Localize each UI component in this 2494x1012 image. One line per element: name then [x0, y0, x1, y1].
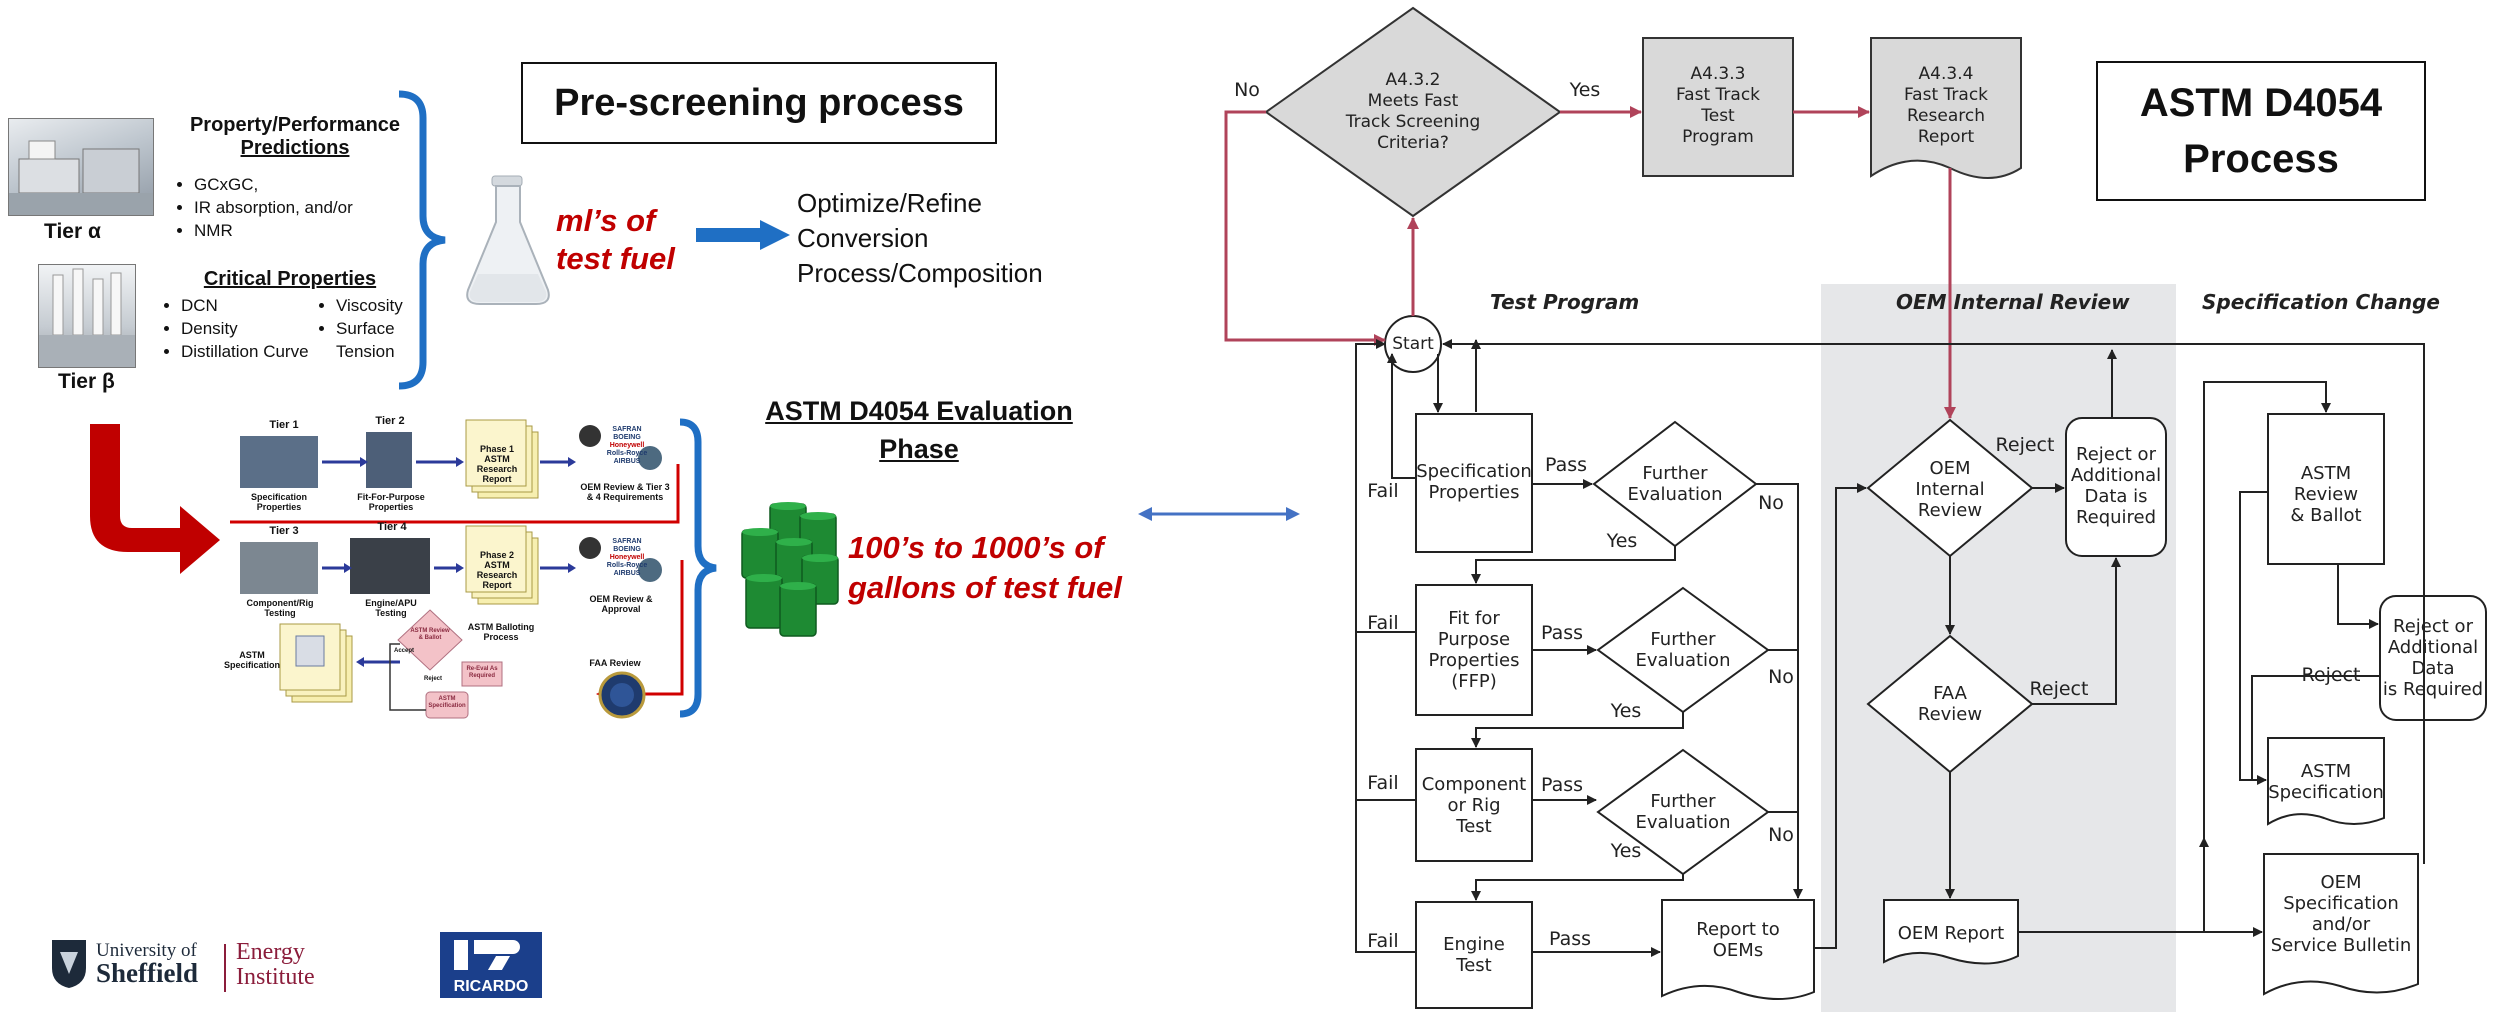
label-spec-props: Specification Properties	[1416, 461, 1532, 503]
prescreen-bracket	[398, 90, 446, 390]
optimize-text: Optimize/Refine Conversion Process/Compo…	[797, 188, 1043, 288]
edge-yes-a432: Yes	[1569, 78, 1601, 101]
label-report-oems: Report to OEMs	[1696, 919, 1780, 961]
tier-beta-label: Tier β	[58, 370, 115, 393]
node-reject-add-1	[2065, 417, 2167, 557]
sheffield-wordmark: University of Sheffield	[96, 940, 199, 988]
tier-alpha-photo	[8, 118, 154, 216]
tier-alpha-heading: Property/Performance Predictions	[189, 114, 401, 159]
label-engine: Engine Test	[1443, 934, 1505, 976]
node-comp-rig	[1415, 748, 1533, 862]
process-title: ASTM D4054 Process	[2096, 61, 2426, 201]
edge-pass-4: Pass	[1548, 927, 1592, 950]
label-start: Start	[1392, 333, 1434, 354]
node-report-oems	[1661, 899, 1815, 1000]
node-oem-report	[1883, 899, 2019, 965]
node-oem-spec	[2263, 853, 2419, 996]
edge-fail-3: Fail	[1367, 771, 1399, 794]
edge-reject-oem: Reject	[1995, 433, 2055, 456]
edge-fail-1: Fail	[1367, 479, 1399, 502]
tier-beta-bullets-col1: DCN Density Distillation Curve	[157, 294, 311, 363]
edge-pass-1: Pass	[1544, 453, 1588, 476]
label-further2: Further Evaluation	[1635, 629, 1731, 671]
node-astm-ballot	[2267, 413, 2385, 565]
edge-no-2: No	[1768, 665, 1794, 688]
logo-divider	[224, 944, 226, 992]
label-oem-report: OEM Report	[1897, 922, 2005, 944]
prescreen-title: Pre-screening process	[521, 62, 997, 144]
node-ffp	[1415, 584, 1533, 716]
node-a432	[1264, 6, 1562, 218]
label-a432: A4.3.2 Meets Fast Track Screening Criter…	[1345, 70, 1481, 153]
label-further3: Further Evaluation	[1635, 791, 1731, 833]
edge-reject-faa: Reject	[2029, 677, 2089, 700]
edge-yes-2: Yes	[1610, 699, 1642, 722]
eval-title: ASTM D4054 Evaluation Phase	[765, 396, 1073, 464]
section-test-program: Test Program	[1490, 290, 1640, 314]
label-astm-spec: ASTM Specification	[2268, 761, 2384, 803]
label-oem-spec: OEM Specification and/or Service Bulleti…	[2270, 872, 2412, 956]
node-a433	[1642, 37, 1794, 177]
edge-pass-3: Pass	[1540, 773, 1584, 796]
label-oem-internal: OEM Internal Review	[1915, 457, 1985, 521]
label-reject-add-2: Reject or Additional Data is Required	[2382, 616, 2484, 700]
node-reject-add-2	[2379, 595, 2487, 721]
label-comp-rig: Component or Rig Test	[1421, 773, 1527, 837]
edge-yes-3: Yes	[1610, 839, 1642, 862]
section-oem-review: OEM Internal Review	[1896, 290, 2130, 314]
label-further1: Further Evaluation	[1627, 463, 1723, 505]
edge-fail-2: Fail	[1367, 611, 1399, 634]
section-spec-change: Specification Change	[2202, 290, 2440, 314]
eval-bracket	[679, 418, 717, 718]
link-double-arrow	[1138, 507, 1300, 521]
edge-yes-1: Yes	[1606, 529, 1638, 552]
edge-no-1: No	[1758, 491, 1784, 514]
tier-beta-bullets-col2: Viscosity Surface Tension	[312, 294, 446, 363]
label-astm-ballot: ASTM Review & Ballot	[2290, 462, 2362, 526]
edge-reject-astm: Reject	[2301, 663, 2361, 686]
label-a433: A4.3.3 Fast Track Test Program	[1675, 64, 1761, 147]
ricardo-logo: RICARDO	[440, 932, 542, 998]
node-engine	[1415, 901, 1533, 1009]
label-a434: A4.3.4 Fast Track Research Report	[1903, 64, 1989, 147]
edge-no-3: No	[1768, 823, 1794, 846]
eval-mini-diagram: Tier 1 Tier 2 Tier 3 Tier 4 Specificatio…	[224, 412, 690, 724]
label-reject-add-1: Reject or Additional Data is Required	[2070, 444, 2162, 528]
tier-alpha-bullets: GCxGC, IR absorption, and/or NMR	[170, 173, 353, 242]
gallons-text: 100’s to 1000’s of gallons of test fuel	[848, 530, 1122, 605]
label-faa: FAA Review	[1917, 683, 1983, 725]
flask-icon	[466, 175, 550, 305]
node-astm-spec	[2267, 737, 2385, 826]
flask-text: ml’s of test fuel	[556, 203, 675, 276]
tier-beta-heading: Critical Properties	[203, 268, 377, 290]
edge-pass-2: Pass	[1540, 621, 1584, 644]
red-bent-arrow	[90, 424, 220, 574]
edge-no-a432: No	[1234, 78, 1260, 101]
label-ffp: Fit for Purpose Properties (FFP)	[1428, 608, 1520, 692]
tier-beta-photo	[38, 264, 136, 368]
sheffield-crest-icon	[52, 940, 86, 988]
energy-institute-wordmark: Energy Institute	[236, 939, 315, 990]
edge-fail-4: Fail	[1367, 929, 1399, 952]
tier-alpha-label: Tier α	[44, 220, 101, 243]
drums-icon	[741, 502, 839, 637]
optimize-arrow	[696, 220, 790, 250]
